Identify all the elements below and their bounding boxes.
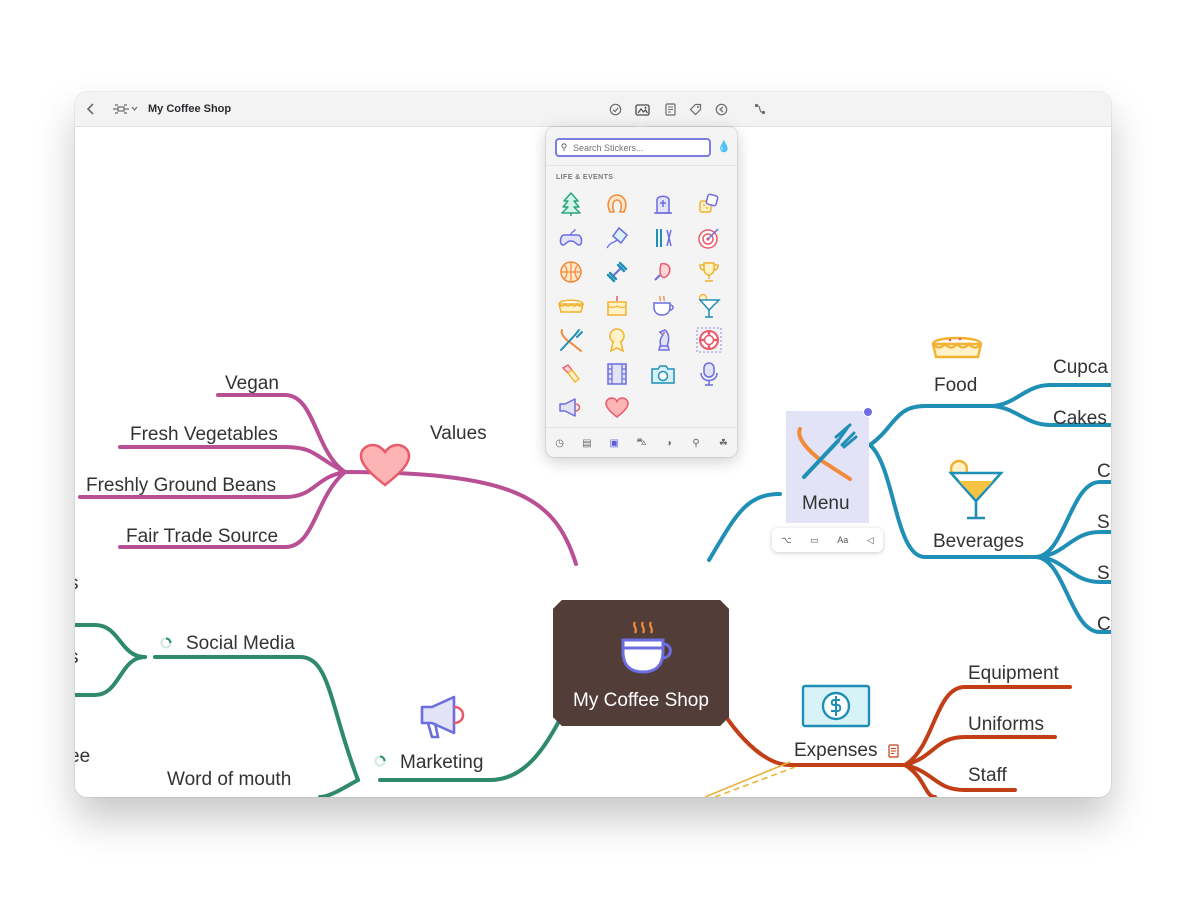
values-child-freshly-ground-beans[interactable]: Freshly Ground Beans: [86, 475, 277, 496]
heart-icon[interactable]: [600, 393, 634, 423]
mindmap-canvas[interactable]: My Coffee Shop Values Vegan Fresh Vegeta…: [75, 127, 1111, 797]
pie-icon: [931, 336, 983, 359]
pie-icon[interactable]: [554, 291, 588, 321]
grave-icon[interactable]: [646, 189, 680, 219]
divider: [546, 165, 737, 166]
search-icon: ⚲: [560, 142, 568, 152]
shapes-icon[interactable]: ◑: [665, 437, 672, 449]
progress-ring-icon: [374, 755, 386, 767]
title-bar: My Coffee Shop: [75, 92, 1111, 127]
trophy-icon[interactable]: [692, 257, 726, 287]
document-title: My Coffee Shop: [148, 103, 232, 115]
camera-icon[interactable]: [646, 359, 680, 389]
recent-icon[interactable]: ◷: [555, 437, 564, 449]
mindmap-icon[interactable]: [111, 92, 139, 126]
leaf-icon[interactable]: ☘: [718, 437, 728, 449]
heart-icon: [359, 443, 411, 487]
app-window: My Coffee Shop: [75, 92, 1111, 797]
values-child-vegan[interactable]: Vegan: [225, 373, 279, 394]
expenses-child-equipment[interactable]: Equipment: [968, 663, 1059, 684]
sticker-category-tabs: ◷ ▤ ▣ ⛍ ◑ ⚲ ☘: [546, 427, 737, 458]
values-child-fair-trade-source[interactable]: Fair Trade Source: [126, 526, 279, 547]
node-mini-toolbar: ⌥ ▭ Aa ◁: [772, 528, 883, 552]
text-style-button[interactable]: Aa: [837, 535, 849, 545]
beverages-child-4[interactable]: C: [1097, 614, 1111, 635]
microphone-icon[interactable]: [692, 359, 726, 389]
note-icon[interactable]: [661, 92, 679, 126]
expenses-child-uniforms[interactable]: Uniforms: [968, 714, 1045, 735]
menu-node[interactable]: Menu: [786, 411, 869, 523]
central-node-label: My Coffee Shop: [573, 690, 709, 711]
ribbon-icon[interactable]: [600, 325, 634, 355]
task-icon[interactable]: [606, 92, 624, 126]
social-media-label[interactable]: Social Media: [186, 633, 295, 654]
sign-icon[interactable]: ⚲: [692, 437, 700, 449]
expenses-child-staff[interactable]: Staff: [968, 765, 1007, 786]
cocktail-icon: [948, 459, 1004, 520]
gamepad-icon[interactable]: [554, 223, 588, 253]
note-icon[interactable]: [888, 744, 899, 758]
lipstick-icon[interactable]: [554, 359, 588, 389]
link-icon[interactable]: [712, 92, 730, 126]
cake-icon[interactable]: [600, 291, 634, 321]
coffee-cup-icon[interactable]: [646, 291, 680, 321]
word-of-mouth-label[interactable]: Word of mouth: [167, 769, 292, 790]
car-icon[interactable]: ⛍: [636, 436, 647, 448]
document-icon[interactable]: ▤: [582, 437, 592, 449]
marketing-partial-3[interactable]: ee: [75, 746, 91, 767]
box-shape-icon[interactable]: ▭: [810, 534, 819, 545]
values-child-fresh-vegetables[interactable]: Fresh Vegetables: [130, 424, 278, 445]
tree-icon[interactable]: [554, 189, 588, 219]
horseshoe-icon[interactable]: [600, 189, 634, 219]
basketball-icon[interactable]: [554, 257, 588, 287]
megaphone-icon: [420, 695, 465, 739]
chicken-leg-icon[interactable]: [646, 257, 680, 287]
marketing-label[interactable]: Marketing: [400, 752, 484, 773]
sticker-popover: ⚲ 💧 LIFE & EVENTS: [546, 127, 737, 457]
fork-knife-icon[interactable]: [554, 325, 588, 355]
menu-node-handle[interactable]: [863, 407, 873, 417]
beverages-child-1[interactable]: C: [1097, 461, 1111, 482]
calendar-icon[interactable]: ▣: [609, 437, 619, 449]
megaphone-icon[interactable]: [554, 393, 588, 423]
beverages-child-3[interactable]: S: [1097, 563, 1110, 584]
color-drop-icon[interactable]: 💧: [717, 141, 731, 153]
branch-style-icon[interactable]: ⌥: [781, 534, 792, 545]
ski-icon[interactable]: [646, 223, 680, 253]
food-label[interactable]: Food: [934, 375, 978, 396]
sticker-icon[interactable]: [632, 92, 652, 126]
sticker-search-field[interactable]: ⚲: [555, 138, 711, 157]
dumbbell-icon[interactable]: [600, 257, 634, 287]
relationship-icon[interactable]: [751, 92, 769, 126]
central-node[interactable]: My Coffee Shop: [553, 600, 729, 726]
beverages-label[interactable]: Beverages: [933, 531, 1024, 552]
sticker-section-title: LIFE & EVENTS: [556, 174, 614, 181]
beverages-child-2[interactable]: S: [1097, 512, 1110, 533]
food-child-cakes[interactable]: Cakes: [1053, 408, 1107, 429]
tag-icon[interactable]: [686, 92, 704, 126]
chess-icon[interactable]: [646, 325, 680, 355]
film-icon[interactable]: [600, 359, 634, 389]
link-icon[interactable]: ◁: [866, 534, 874, 545]
progress-ring-icon: [160, 637, 172, 649]
life-buoy-icon[interactable]: [692, 325, 726, 355]
marketing-partial-1[interactable]: s: [75, 573, 79, 595]
cocktail-icon[interactable]: [692, 291, 726, 321]
coffee-cup-icon: [621, 621, 672, 674]
sticker-search-input[interactable]: [571, 142, 705, 153]
target-icon[interactable]: [692, 223, 726, 253]
kite-icon[interactable]: [600, 223, 634, 253]
fork-knife-icon: [797, 423, 858, 481]
back-icon[interactable]: [83, 92, 99, 126]
menu-label: Menu: [802, 493, 850, 514]
dice-icon[interactable]: [692, 189, 726, 219]
popover-arrow: [635, 121, 649, 128]
expenses-label[interactable]: Expenses: [794, 740, 878, 761]
marketing-partial-2[interactable]: s: [75, 647, 79, 669]
food-child-cupcakes[interactable]: Cupca: [1053, 357, 1108, 378]
money-icon: [801, 684, 871, 728]
values-label[interactable]: Values: [430, 423, 487, 444]
